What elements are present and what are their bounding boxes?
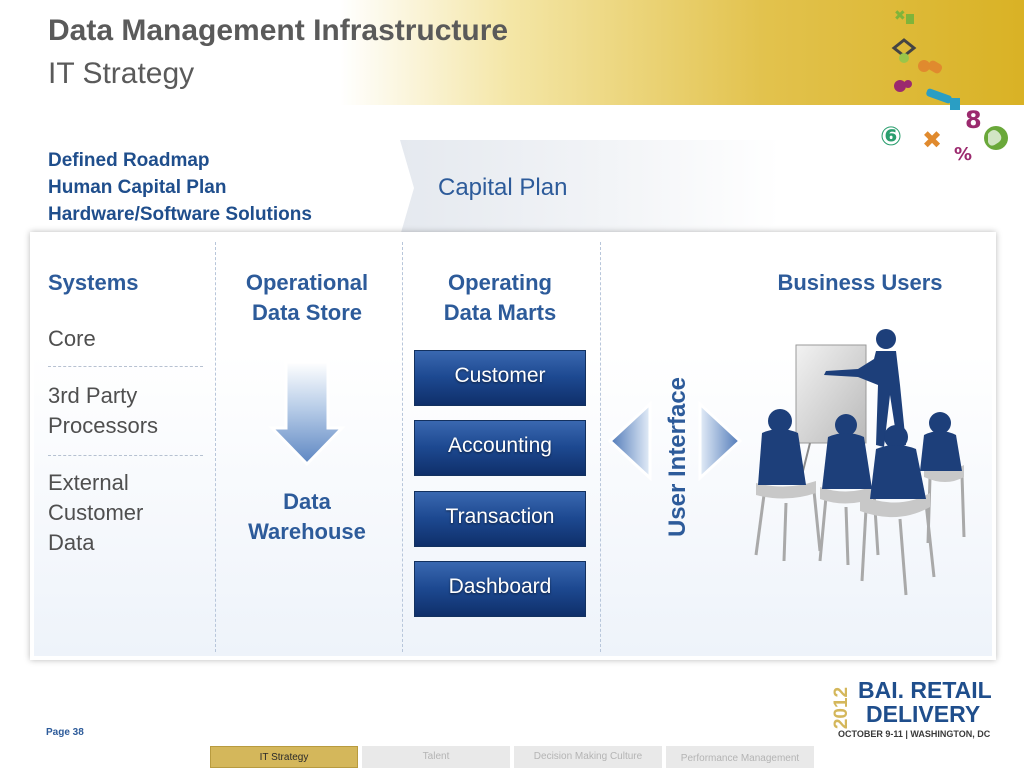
system-item-line: Customer: [48, 500, 144, 525]
page-number: Page 38: [46, 727, 84, 738]
system-item-line: Core: [48, 326, 96, 351]
logo-year: 2012: [831, 687, 852, 729]
data-warehouse-line: Warehouse: [248, 519, 366, 544]
logo-event-date: OCTOBER 9-11 | WASHINGTON, DC: [838, 729, 991, 739]
mart-customer-button[interactable]: Customer: [414, 350, 586, 406]
mart-transaction-button[interactable]: Transaction: [414, 491, 586, 547]
svg-text:✖: ✖: [922, 126, 942, 154]
svg-text:%: %: [954, 144, 972, 165]
svg-text:✖: ✖: [894, 8, 906, 24]
tab-decision-making-culture[interactable]: Decision Making Culture: [514, 746, 662, 768]
system-item-external: External Customer Data: [48, 468, 143, 558]
page-title: Data Management Infrastructure: [48, 14, 509, 47]
financial-symbols-icon: ✖ 8 ⑥ ✖ %: [880, 8, 1008, 165]
user-interface-label: User Interface: [663, 377, 693, 537]
system-item-line: Data: [48, 530, 95, 555]
system-item-core: Core: [48, 324, 96, 354]
column-divider: [215, 242, 216, 652]
svg-text:⑥: ⑥: [880, 122, 902, 152]
system-item-line: 3rd Party: [48, 383, 138, 408]
system-item-line: External: [48, 470, 129, 495]
systems-heading: Systems: [48, 270, 139, 295]
bullet-defined-roadmap: Defined Roadmap: [48, 150, 210, 171]
logo-delivery: DELIVERY: [866, 701, 981, 727]
bullet-human-capital-plan: Human Capital Plan: [48, 177, 227, 198]
data-marts-heading-line: Data Marts: [443, 300, 557, 325]
logo-bai-retail: BAI. RETAIL: [858, 677, 992, 703]
capital-plan-tab: [400, 140, 780, 236]
page-subtitle: IT Strategy: [48, 57, 195, 90]
bullet-hardware-software: Hardware/Software Solutions: [48, 204, 312, 225]
column-divider: [402, 242, 403, 652]
tab-performance-management[interactable]: Performance Management: [666, 746, 814, 768]
mart-accounting-button[interactable]: Accounting: [414, 420, 586, 476]
data-warehouse-label: Data Warehouse: [222, 487, 392, 547]
data-warehouse-line: Data: [283, 489, 331, 514]
system-item-line: Processors: [48, 413, 159, 438]
down-arrow-icon: [268, 360, 346, 467]
system-separator: [48, 366, 203, 367]
system-separator: [48, 455, 203, 456]
business-users-heading: Business Users: [777, 270, 943, 295]
column-divider: [600, 242, 601, 652]
system-item-3rd-party: 3rd Party Processors: [48, 381, 158, 441]
double-arrow-icon: [607, 400, 743, 482]
tab-talent[interactable]: Talent: [362, 746, 510, 768]
mart-dashboard-button[interactable]: Dashboard: [414, 561, 586, 617]
ods-heading: Operational Data Store: [222, 268, 392, 328]
audience-silhouette-icon: [754, 329, 966, 596]
data-marts-heading: Operating Data Marts: [414, 268, 586, 328]
user-interface-text: User Interface: [664, 376, 691, 538]
tab-it-strategy[interactable]: IT Strategy: [210, 746, 358, 768]
ods-heading-line: Operational: [245, 270, 369, 295]
svg-text:8: 8: [965, 106, 982, 134]
data-marts-heading-line: Operating: [448, 270, 552, 295]
ods-heading-line: Data Store: [251, 300, 363, 325]
logo-year-mark: 2012: [831, 687, 852, 729]
capital-plan-label: Capital Plan: [438, 174, 568, 201]
